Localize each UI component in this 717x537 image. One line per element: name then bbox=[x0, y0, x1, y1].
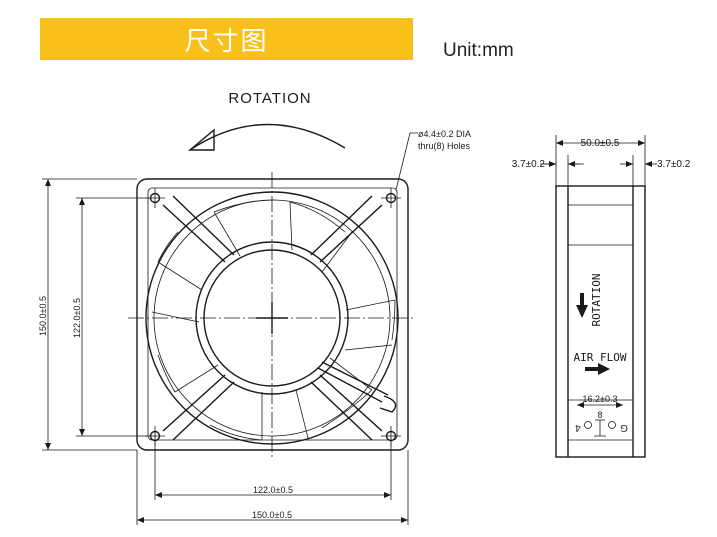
title-banner: 尺寸图 bbox=[40, 18, 413, 60]
dim-left-inner-ext bbox=[76, 197, 150, 437]
hole-note-leader bbox=[395, 132, 418, 191]
front-rotation-label: ROTATION bbox=[228, 90, 311, 107]
frame-outer bbox=[136, 178, 409, 451]
airflow-arrow-icon bbox=[598, 363, 610, 375]
dim-side-width-text: 50.0±0.5 bbox=[581, 138, 620, 149]
support-struts bbox=[162, 195, 383, 441]
dim-left-inner-text: 122.0±0.5 bbox=[72, 298, 82, 338]
unit-label: Unit:mm bbox=[443, 40, 514, 61]
dim-small-left-text: 4 bbox=[575, 422, 581, 433]
rotation-arrowhead bbox=[188, 128, 215, 151]
side-flange-lines bbox=[567, 186, 634, 457]
dim-bottom-outer-text: 150.0±0.5 bbox=[252, 510, 292, 520]
front-view: ROTATION bbox=[38, 90, 471, 525]
connector-hole-left bbox=[584, 421, 592, 429]
dim-left-outer-ext bbox=[42, 178, 137, 451]
dim-bottom-inner-text: 122.0±0.5 bbox=[253, 485, 293, 495]
side-rib-lines bbox=[568, 204, 633, 441]
dim-flange-left-text: 3.7±0.2 bbox=[512, 159, 546, 170]
side-rotation-label: ROTATION bbox=[590, 274, 603, 327]
dim-left-outer-text: 150.0±0.5 bbox=[38, 296, 48, 336]
dim-small-text: 8 bbox=[597, 410, 602, 420]
frame-inner bbox=[147, 187, 398, 441]
dim-bottom-inner-ext bbox=[154, 440, 392, 500]
dim-flange-ext bbox=[567, 155, 634, 186]
fan-blades bbox=[151, 199, 396, 441]
airflow-label: AIR FLOW bbox=[574, 351, 627, 364]
side-view: 50.0±0.5 3.7±0.2 3.7±0.2 ROTATION AIR FL… bbox=[512, 135, 691, 458]
connector-hole-right bbox=[608, 421, 616, 429]
connector-pin bbox=[594, 419, 606, 437]
side-body bbox=[555, 185, 646, 458]
center-lines bbox=[128, 172, 416, 458]
rotation-arc bbox=[189, 123, 346, 151]
dim-inlet-text: 16.2±0.3 bbox=[583, 394, 618, 404]
hole-note-line2: thru(8) Holes bbox=[418, 141, 471, 151]
dim-small-right-text: G bbox=[620, 422, 628, 433]
wire-lead bbox=[317, 361, 397, 413]
dim-bottom-outer-ext bbox=[136, 450, 409, 525]
hole-note-line1: ø4.4±0.2 DIA bbox=[418, 129, 471, 139]
banner-title: 尺寸图 bbox=[184, 25, 269, 56]
airflow-arrow-shaft bbox=[585, 367, 599, 371]
rotation-arrow-icon bbox=[576, 305, 588, 318]
rotation-arrow-shaft bbox=[580, 293, 584, 306]
dim-flange-right-text: 3.7±0.2 bbox=[657, 159, 691, 170]
